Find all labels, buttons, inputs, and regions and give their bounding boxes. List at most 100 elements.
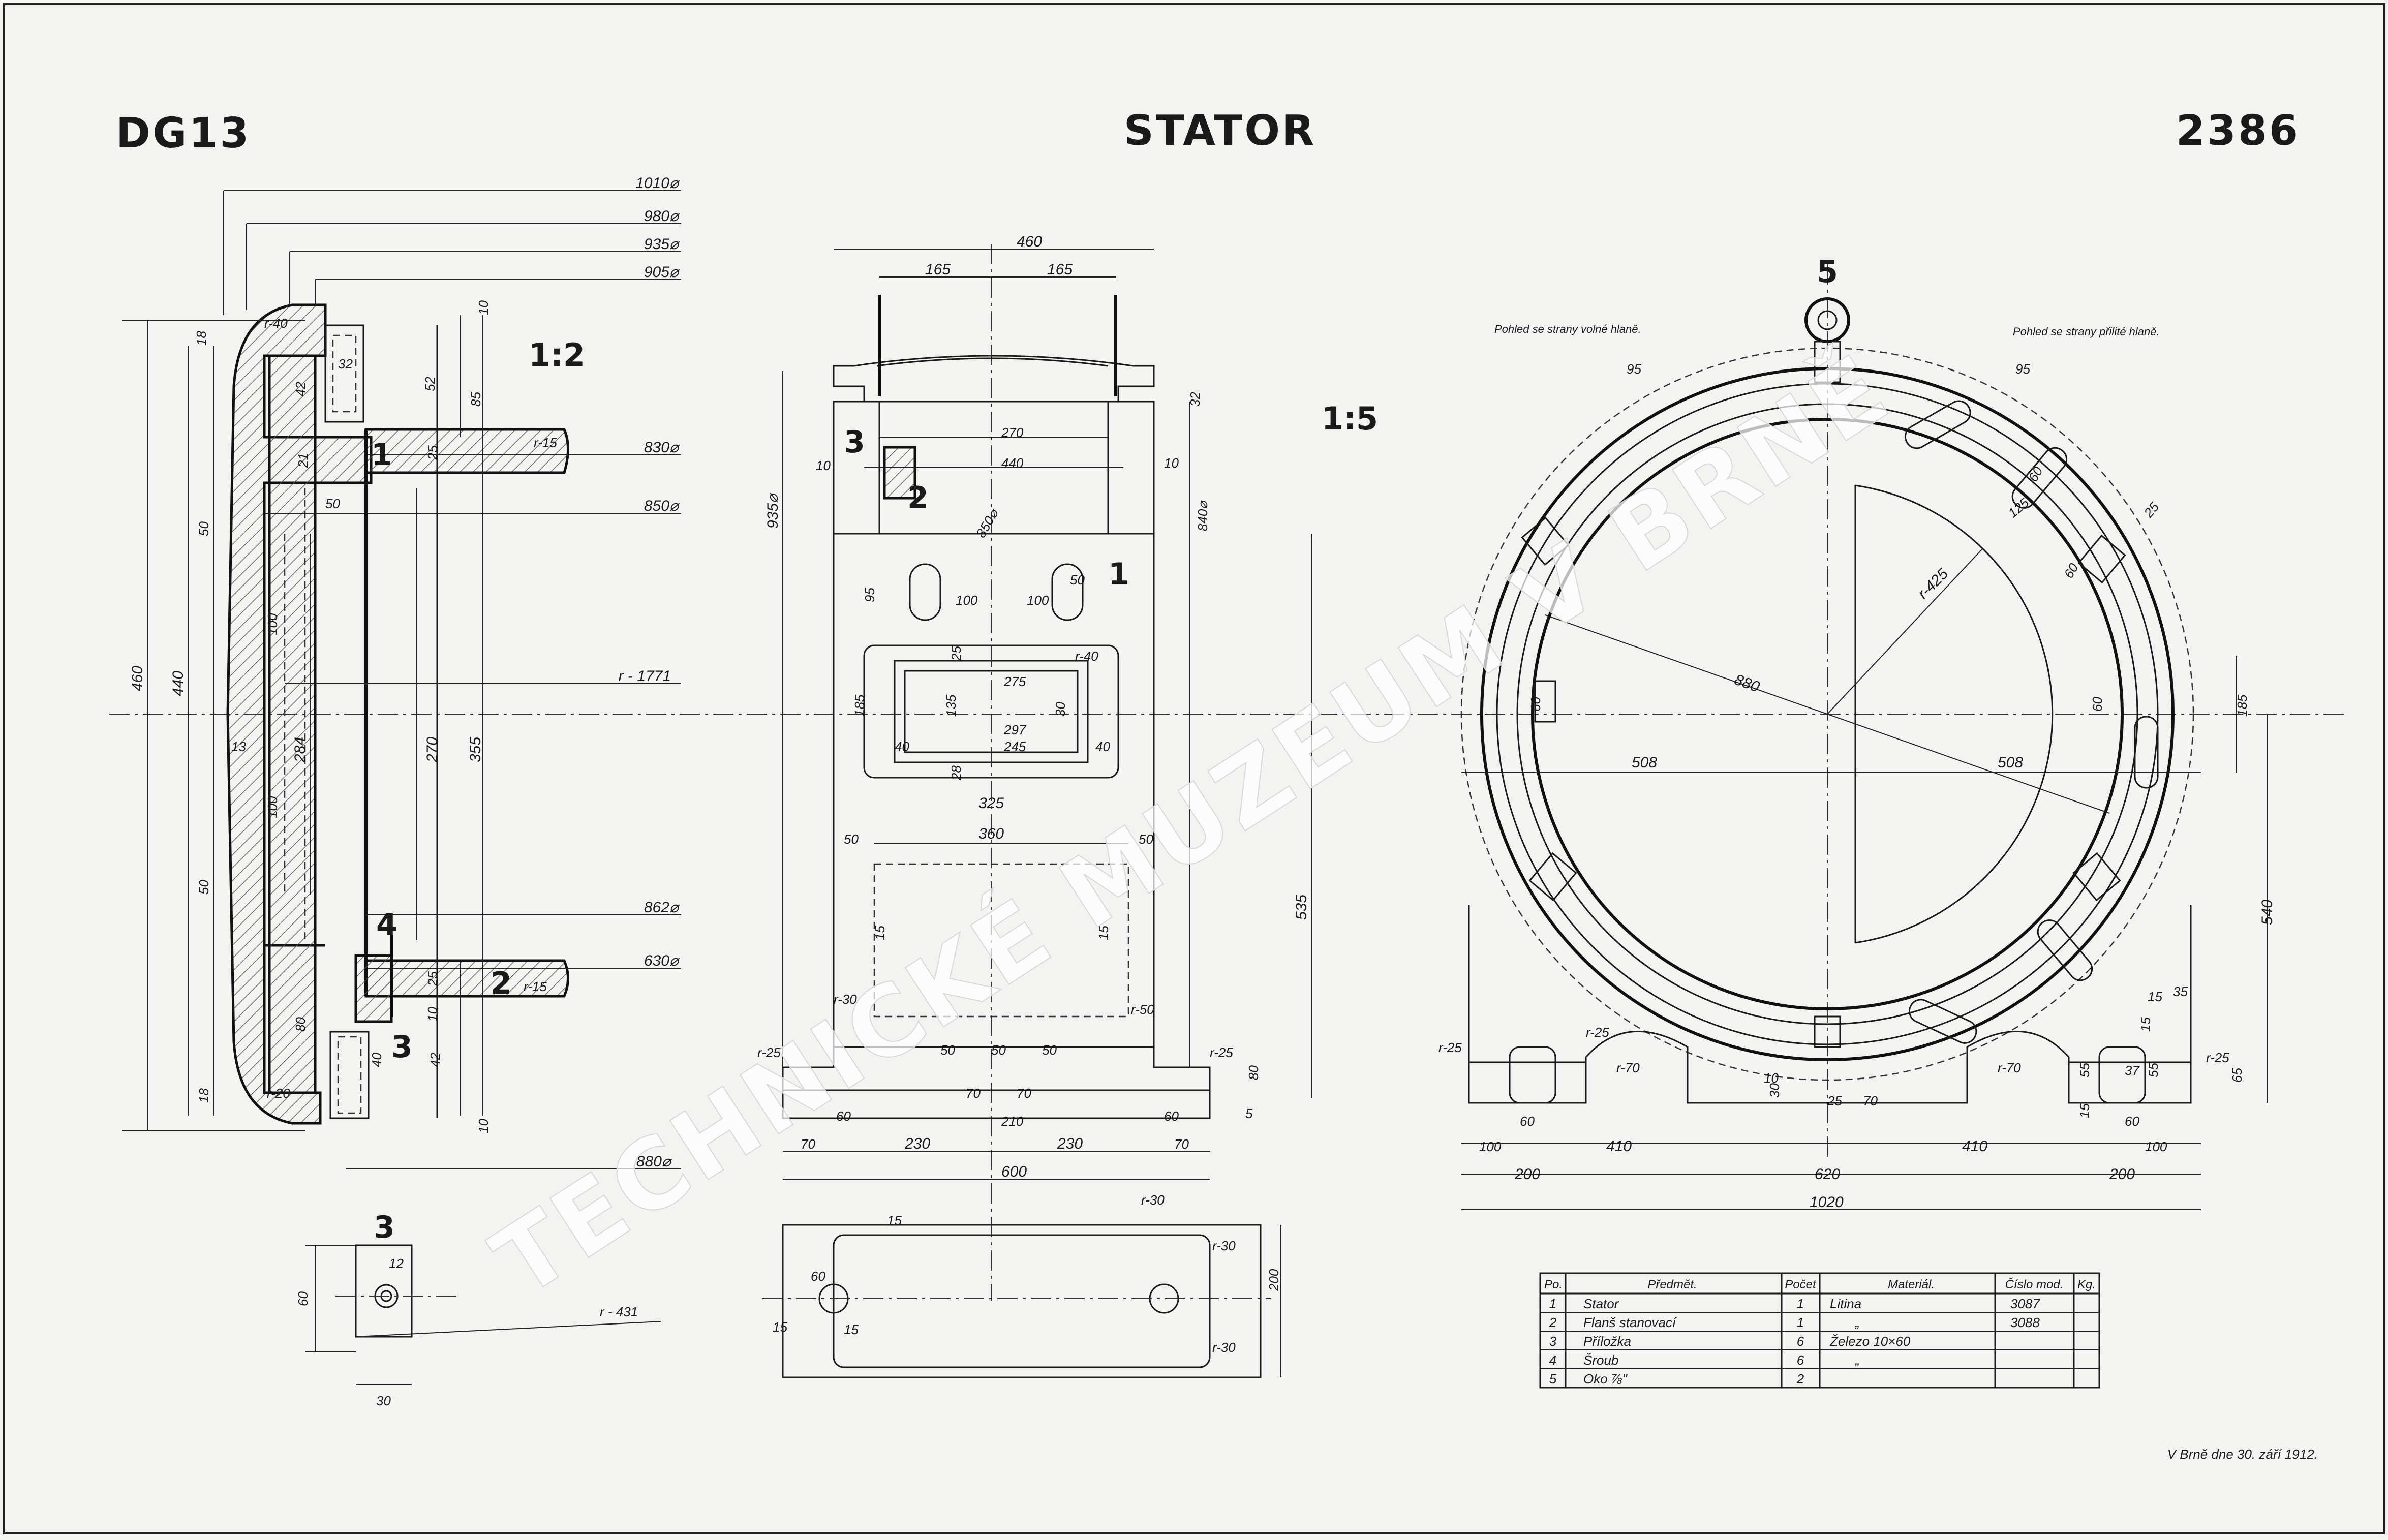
window-opening <box>894 660 1089 763</box>
stator-inner-wall <box>268 354 317 1094</box>
dim-410: 410 <box>1962 1138 1987 1155</box>
dim-30: 30 <box>376 1393 391 1408</box>
dim-50: 50 <box>940 1042 955 1058</box>
lower-opening <box>873 863 1129 1018</box>
dim-200: 200 <box>1514 1166 1540 1183</box>
dim-30: 30 <box>1053 702 1068 717</box>
svg-text:„: „ <box>1855 1315 1860 1330</box>
table-header-count: Počet <box>1785 1278 1817 1291</box>
svg-text:1: 1 <box>1797 1315 1804 1330</box>
dim-850: 850⌀ <box>973 506 1002 540</box>
dim-60: 60 <box>2025 464 2046 484</box>
dim-460: 460 <box>1017 233 1042 250</box>
svg-text:3087: 3087 <box>2010 1296 2040 1311</box>
dim-25: 25 <box>948 646 964 661</box>
dim-70: 70 <box>966 1086 981 1101</box>
part-number-2: 2 <box>491 966 512 1001</box>
svg-text:3088: 3088 <box>2010 1315 2040 1330</box>
dim-60: 60 <box>811 1269 825 1284</box>
section-scale: 1:2 <box>529 336 585 374</box>
dim-245: 245 <box>1003 739 1026 754</box>
lifting-eye-boss <box>1814 341 1841 383</box>
dim-880: 880⌀ <box>636 1153 672 1170</box>
dim-840: 840⌀ <box>1195 500 1210 531</box>
svg-text:1: 1 <box>1549 1296 1556 1311</box>
dim-165: 165 <box>925 261 951 278</box>
dim-60: 60 <box>2090 697 2105 712</box>
dim-r25: r-25 <box>1210 1045 1233 1060</box>
dim-40: 40 <box>369 1053 384 1067</box>
dim-540: 540 <box>2259 900 2276 925</box>
dim-40: 40 <box>1095 739 1110 754</box>
dim-70: 70 <box>1863 1093 1878 1108</box>
dim-18: 18 <box>196 1088 211 1103</box>
bolt-boss <box>1521 516 1570 566</box>
dim-210: 210 <box>1001 1114 1024 1129</box>
svg-text:Příložka: Příložka <box>1583 1334 1631 1349</box>
dim-230: 230 <box>904 1135 930 1152</box>
dim-r15: r-15 <box>534 435 557 450</box>
dim-95: 95 <box>2015 361 2030 377</box>
dim-100: 100 <box>265 613 280 635</box>
dim-200: 200 <box>1266 1269 1281 1291</box>
table-header-item: Předmět. <box>1647 1278 1697 1291</box>
svg-text:Litina: Litina <box>1830 1296 1861 1311</box>
dim-830: 830⌀ <box>644 439 680 456</box>
dim-r30: r-30 <box>1212 1340 1236 1355</box>
dim-50: 50 <box>196 880 211 895</box>
ring-3 <box>1516 403 2138 1025</box>
table-header-kg: Kg. <box>2077 1278 2096 1291</box>
part-number-3: 3 <box>844 424 865 460</box>
dim-70: 70 <box>1174 1136 1189 1152</box>
dim-55: 55 <box>2077 1063 2092 1077</box>
dim-42: 42 <box>427 1053 443 1067</box>
svg-text:2: 2 <box>1549 1315 1557 1330</box>
dim-360: 360 <box>978 825 1004 842</box>
clamp-section <box>354 954 393 1023</box>
dim-10: 10 <box>816 458 831 473</box>
dim-r25: r-25 <box>2206 1050 2229 1065</box>
vent-slot <box>2037 919 2093 981</box>
dim-10: 10 <box>476 300 491 315</box>
dim-r25: r-25 <box>1438 1040 1462 1055</box>
dim-185: 185 <box>2234 694 2250 717</box>
dim-100: 100 <box>956 593 978 608</box>
dim-r15: r-15 <box>524 979 547 994</box>
dim-1020: 1020 <box>1810 1194 1844 1211</box>
svg-text:Železo 10×60: Železo 10×60 <box>1829 1334 1911 1349</box>
dim-r30: r-30 <box>1141 1192 1165 1208</box>
dim-r425: r-425 <box>1915 565 1952 602</box>
dim-355: 355 <box>467 737 484 762</box>
dim-15: 15 <box>2148 989 2162 1004</box>
dim-80: 80 <box>293 1017 308 1032</box>
outer-ring <box>1480 367 2175 1061</box>
svg-text:3: 3 <box>1549 1334 1557 1349</box>
dim-r1771: r - 1771 <box>619 668 671 685</box>
table-header-model: Číslo mod. <box>2005 1277 2064 1291</box>
vent-slot <box>2134 716 2159 789</box>
flange-2-section <box>364 959 569 998</box>
top-boss <box>324 324 364 423</box>
flange-section-2 <box>883 446 916 500</box>
svg-text:6: 6 <box>1797 1334 1804 1349</box>
dim-60: 60 <box>1164 1108 1179 1124</box>
svg-text:Oko ⅞": Oko ⅞" <box>1583 1371 1628 1387</box>
dim-10: 10 <box>1164 455 1179 471</box>
bolt-hole <box>337 1036 362 1114</box>
dim-r70: r-70 <box>1998 1060 2021 1075</box>
dim-185: 185 <box>852 694 867 717</box>
front-view: 460 165 165 270 440 10 10 935⌀ 840⌀ 850⌀… <box>757 233 1378 1378</box>
dim-15: 15 <box>773 1319 787 1335</box>
detail-label: 3 <box>374 1210 395 1245</box>
dim-284: 284 <box>292 737 309 763</box>
dim-15: 15 <box>2077 1103 2092 1118</box>
table-row: 2 Flanš stanovací 1 „ 3088 <box>1549 1315 2040 1330</box>
dim-70: 70 <box>801 1136 815 1152</box>
dim-410: 410 <box>1606 1138 1632 1155</box>
dim-862: 862⌀ <box>644 899 680 916</box>
vent-slot <box>2011 447 2068 509</box>
parts-table: Po. Předmět. Počet Materiál. Číslo mod. … <box>1539 1272 2100 1389</box>
dim-25: 25 <box>425 971 440 987</box>
dim-30: 30 <box>1767 1083 1782 1098</box>
